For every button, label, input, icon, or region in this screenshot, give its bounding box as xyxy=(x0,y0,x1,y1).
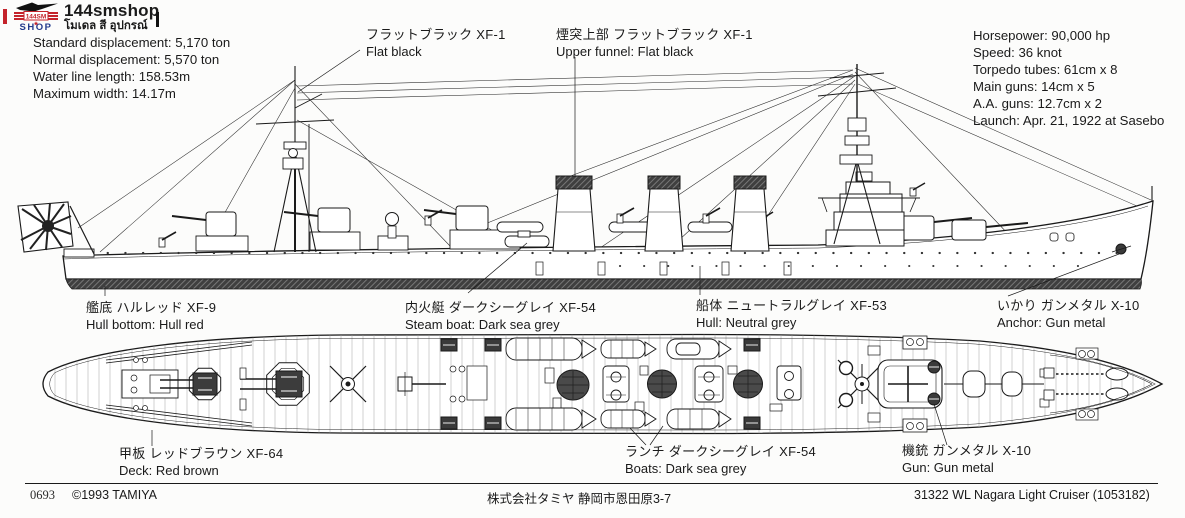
spec-line: Standard displacement: 5,170 ton xyxy=(33,35,231,50)
spec-line: Horsepower: 90,000 hp xyxy=(973,28,1111,43)
hull-bottom-band xyxy=(65,278,1142,290)
logo-red-bar xyxy=(3,9,7,24)
funnel3-black-cap xyxy=(733,175,767,190)
searchlight-tower xyxy=(385,212,399,239)
spec-line: Water line length: 158.53m xyxy=(33,69,191,84)
spec-line: Maximum width: 14.17m xyxy=(33,86,176,101)
machine-gun-plan xyxy=(927,360,941,374)
spec-line: Normal displacement: 5,570 ton xyxy=(33,52,220,67)
anchor-plan xyxy=(1105,367,1129,381)
funnels-side xyxy=(552,175,770,252)
funnel-openings-plan xyxy=(556,369,763,401)
stern-flagstaff xyxy=(69,205,95,255)
brand-title: 144smshop xyxy=(64,1,160,20)
footer-copyright: ©1993 TAMIYA xyxy=(72,488,157,502)
callout-steam-boat: 内火艇 ダークシーグレイ XF-54 Steam boat: Dark sea … xyxy=(405,300,597,332)
rising-sun-flag-icon xyxy=(17,201,74,253)
bridge-plan xyxy=(837,335,943,433)
mainmast-plan xyxy=(329,365,367,403)
stern-platform xyxy=(63,248,95,258)
anchor-side xyxy=(1115,243,1127,255)
spec-line: Main guns: 14cm x 5 xyxy=(973,79,1095,94)
specs-right-block: Horsepower: 90,000 hp Speed: 36 knot Tor… xyxy=(973,27,1164,129)
badge-shop: SHOP xyxy=(20,22,53,31)
callout-gun: 機銃 ガンメタル X-10 Gun: Gun metal xyxy=(902,443,1032,475)
footer-rule xyxy=(25,483,1158,484)
callout-boats: ランチ ダークシーグレイ XF-54 Boats: Dark sea grey xyxy=(625,444,817,476)
brand-divider xyxy=(156,12,159,27)
anchor-plan xyxy=(1105,387,1129,401)
star-icon xyxy=(33,21,39,26)
aa-guns-side xyxy=(158,207,774,248)
forecastle-plan xyxy=(944,347,1153,421)
airplane-icon xyxy=(16,2,58,12)
stripes-badge: 144SM xyxy=(14,11,58,21)
pedestal-gun-plan xyxy=(397,372,446,396)
footer-product: 31322 WL Nagara Light Cruiser (1053182) xyxy=(914,488,1150,502)
aft-deckhouses xyxy=(195,229,521,252)
badge-144sm: 144SM xyxy=(26,14,47,21)
bow-fittings xyxy=(1049,186,1153,255)
deck-fittings-small xyxy=(449,365,783,412)
footer-address: 株式会社タミヤ 静岡市恩田原3-7 xyxy=(487,492,672,506)
callout-hull-bottom: 艦底 ハルレッド XF-9 Hull bottom: Hull red xyxy=(86,300,217,332)
spec-line: Speed: 36 knot xyxy=(973,45,1062,60)
funnel1-black-cap xyxy=(555,175,593,190)
hull-scuttles xyxy=(535,261,792,276)
foremast xyxy=(817,64,897,245)
main-guns-side xyxy=(171,205,1029,241)
callout-flat-black: フラットブラック XF-1 Flat black xyxy=(366,27,506,59)
callout-hull: 船体 ニュートラルグレイ XF-53 Hull: Neutral grey xyxy=(696,298,888,330)
ship-boats-side xyxy=(496,221,733,248)
hull-plan xyxy=(42,333,1164,435)
skylight-boxes-plan xyxy=(602,365,802,403)
spec-line: Torpedo tubes: 61cm x 8 xyxy=(973,62,1118,77)
deck-planking xyxy=(54,334,1145,434)
steam-boat xyxy=(504,235,550,248)
callout-anchor: いかり ガンメタル X-10 Anchor: Gun metal xyxy=(997,298,1140,330)
callout-leader-lines xyxy=(104,49,1120,446)
aft-turrets-plan xyxy=(160,362,310,411)
callout-upper-funnel: 煙突上部 フラットブラック XF-1 Upper funnel: Flat bl… xyxy=(556,27,753,59)
boats-plan xyxy=(505,337,732,431)
shop-logo: 144SM SHOP xyxy=(14,2,58,31)
brand-subtitle-thai: โมเดล สี อุปกรณ์ xyxy=(64,20,148,32)
funnel2-black-cap xyxy=(647,175,681,190)
footer-code: 0693 xyxy=(30,488,55,502)
mainmast xyxy=(255,66,335,253)
hull-side xyxy=(62,200,1154,280)
machine-gun-plan xyxy=(927,392,941,406)
specs-left-block: Standard displacement: 5,170 ton Normal … xyxy=(33,34,230,102)
callout-deck: 甲板 レッドブラウン XF-64 Deck: Red brown xyxy=(119,446,284,478)
spec-line: A.A. guns: 12.7cm x 2 xyxy=(973,96,1103,111)
spec-line: Launch: Apr. 21, 1922 at Sasebo xyxy=(973,113,1165,128)
bridge-structure xyxy=(818,171,926,247)
deck-plan-view xyxy=(42,333,1164,435)
stern-plan-gear xyxy=(105,341,253,427)
torpedo-mounts-plan xyxy=(440,338,761,430)
